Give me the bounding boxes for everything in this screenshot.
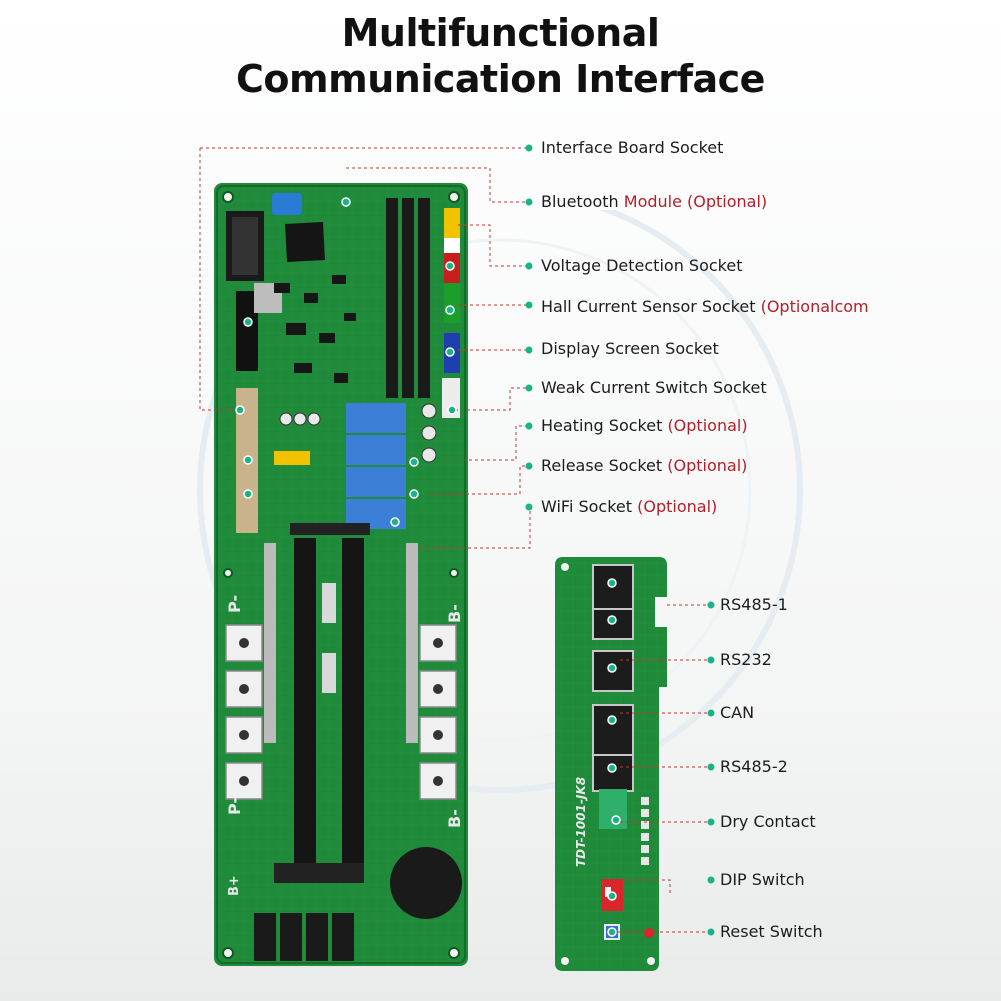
label-release-socket: Release Socket (Optional): [541, 456, 748, 475]
label-voltage-detection-socket: Voltage Detection Socket: [541, 256, 743, 275]
page-title: Multifunctional Communication Interface: [0, 10, 1001, 102]
label-heating-socket: Heating Socket (Optional): [541, 416, 748, 435]
silk-b-minus-bottom: B-: [445, 809, 464, 828]
silk-p-minus-bottom: P-: [225, 797, 244, 815]
label-bluetooth-module: Bluetooth Module (Optional): [541, 192, 768, 211]
label-interface-board-socket: Interface Board Socket: [541, 138, 724, 157]
interface-board: TDT-1001-JK8: [555, 557, 667, 971]
silk-b-minus-top: B-: [445, 604, 464, 623]
label-reset-switch: Reset Switch: [720, 922, 823, 941]
label-can: CAN: [720, 703, 755, 722]
silk-p-minus-top: P-: [225, 595, 244, 613]
label-wifi-socket: WiFi Socket (Optional): [541, 497, 718, 516]
leader-voltage: [458, 224, 526, 267]
label-rs232: RS232: [720, 650, 772, 669]
silk-b-plus: B+: [227, 875, 242, 896]
label-hall-current-sensor-socket: Hall Current Sensor Socket (Optionalcom: [541, 297, 869, 316]
interface-model-text: TDT-1001-JK8: [574, 777, 588, 867]
label-rs485-1: RS485-1: [720, 595, 788, 614]
label-display-screen-socket: Display Screen Socket: [541, 339, 719, 358]
label-dip-switch: DIP Switch: [720, 870, 805, 889]
title-line-2: Communication Interface: [236, 57, 765, 101]
main-bms-board: P- B- P- B- B+: [214, 183, 468, 966]
title-line-1: Multifunctional: [341, 11, 660, 55]
label-weak-current-switch-socket: Weak Current Switch Socket: [541, 378, 767, 397]
label-rs485-2: RS485-2: [720, 757, 788, 776]
label-dry-contact: Dry Contact: [720, 812, 816, 831]
